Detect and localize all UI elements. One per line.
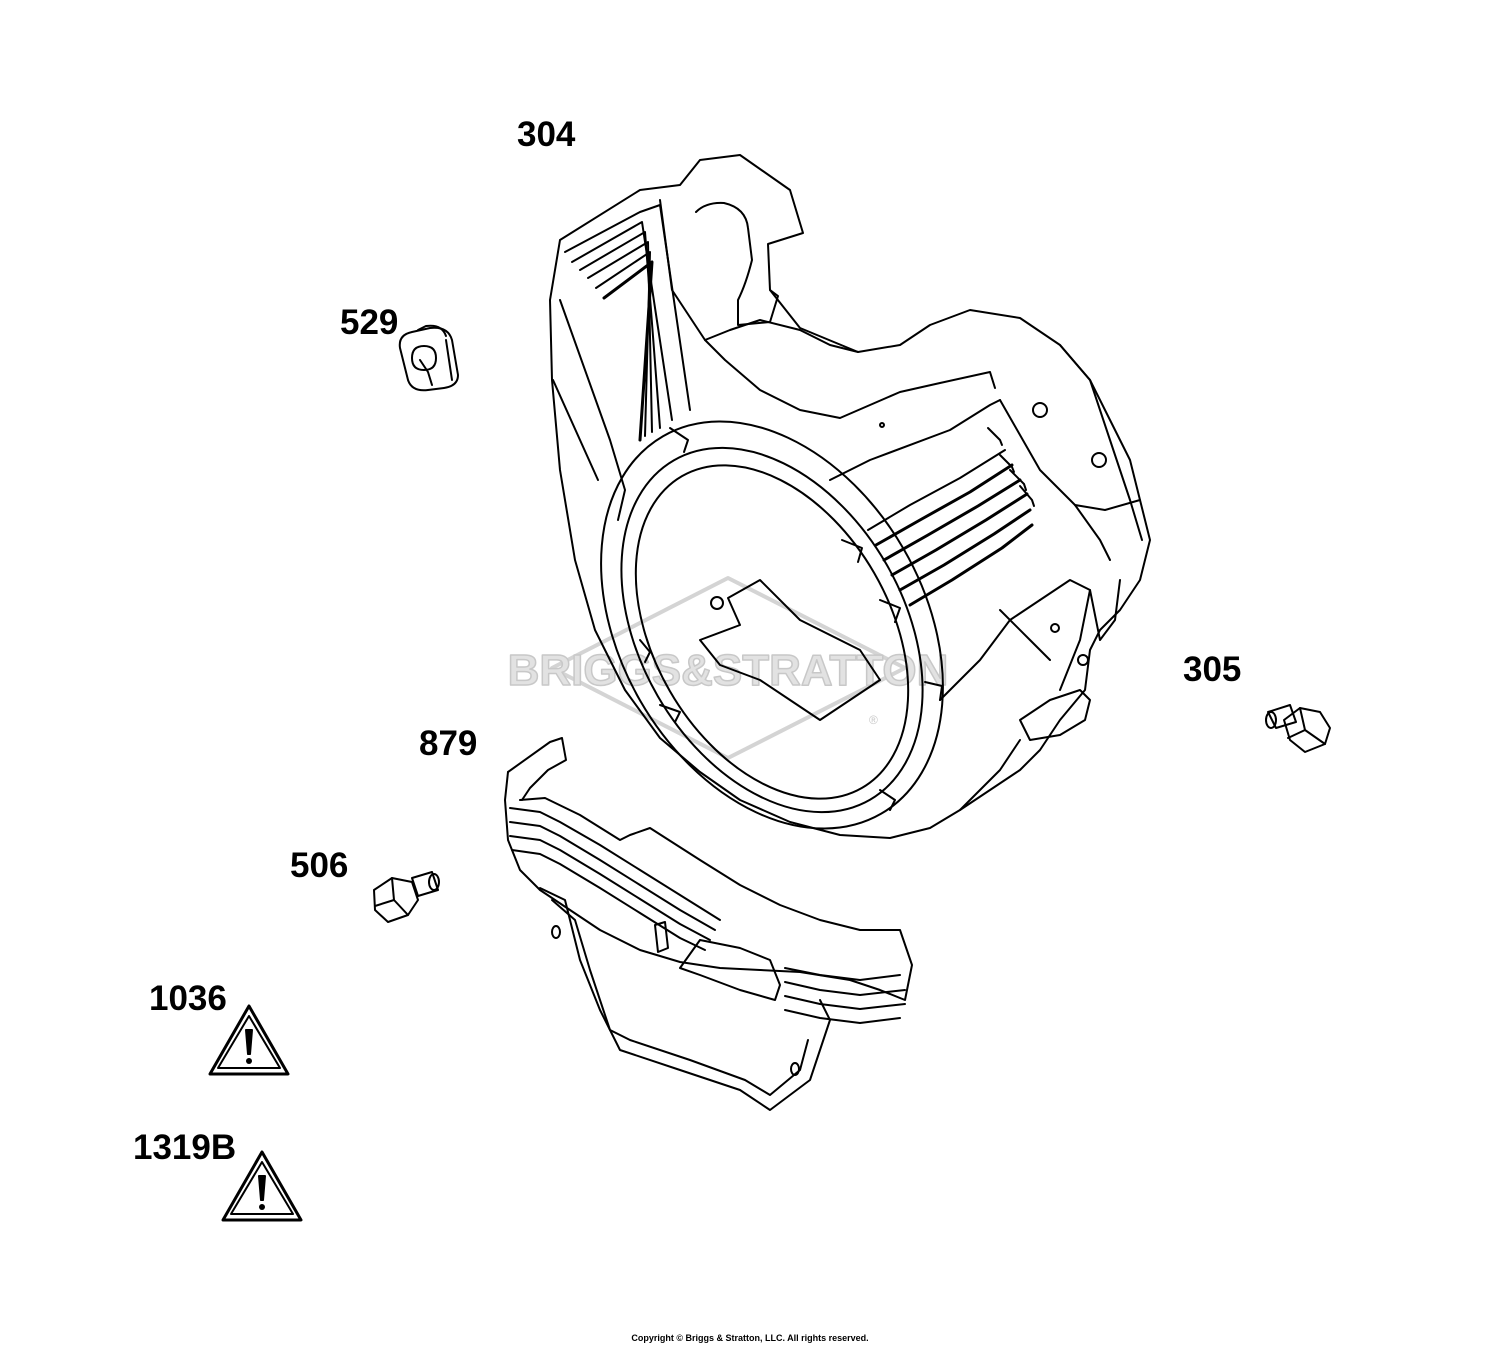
grommet-529: [398, 324, 459, 392]
bolt-305: [1265, 704, 1331, 753]
part-label-1036: 1036: [149, 979, 227, 1018]
warning-triangle-icon: [221, 1150, 303, 1222]
warning-triangle-icon: [208, 1004, 290, 1076]
bolt-506: [373, 871, 440, 923]
part-label-529: 529: [340, 303, 399, 342]
part-label-1319b: 1319B: [133, 1128, 237, 1167]
blower-housing-304: [549, 154, 1151, 839]
watermark-text: BRIGGS&STRATTON: [508, 646, 949, 695]
copyright-footer: Copyright © Briggs & Stratton, LLC. All …: [631, 1333, 869, 1343]
watermark-registered-mark: ®: [869, 713, 878, 727]
part-label-879: 879: [419, 724, 478, 763]
brand-watermark: BRIGGS&STRATTON ®: [507, 576, 949, 760]
lower-cover-879: [504, 737, 913, 1111]
part-label-305: 305: [1183, 650, 1242, 689]
part-label-304: 304: [517, 115, 576, 154]
part-label-506: 506: [290, 846, 349, 885]
